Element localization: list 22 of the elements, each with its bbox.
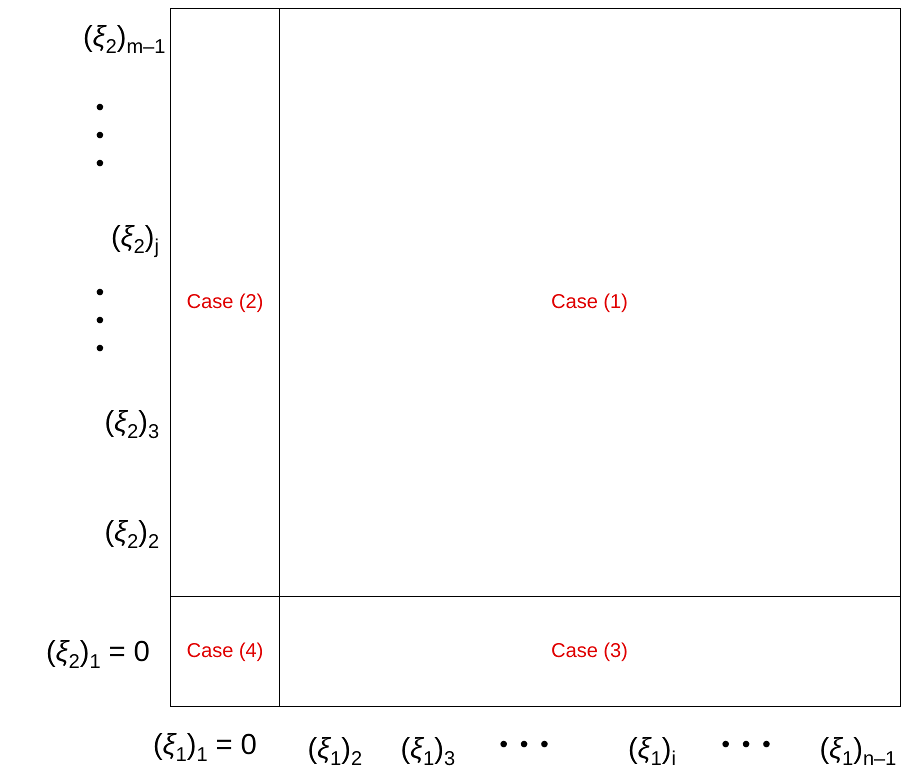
case-label: Case (1) [551, 291, 628, 314]
axis-label: (ξ$_{2}$)$_{1}$ = 0 [46, 638, 150, 672]
axis-label: (ξ$_{2}$)$_{2}$ [104, 518, 160, 552]
region-box [170, 8, 280, 597]
ellipsis-dots: ••• [722, 733, 783, 757]
region-box [278, 8, 900, 597]
region-box [278, 596, 900, 706]
axis-label: (ξ$_{2}$)$_{3}$ [104, 408, 160, 442]
case-label: Case (4) [186, 640, 264, 662]
axis-label: (ξ$_{1}$)$_{1}$ = 0 [153, 731, 257, 765]
ellipsis-dots: ••• [500, 733, 561, 757]
ellipsis-dots: ••• [94, 94, 106, 178]
ellipsis-dots: ••• [94, 279, 106, 363]
axis-label: (ξ$_{1}$)$_{2}$ [308, 735, 362, 769]
case-label: Case (3) [551, 640, 628, 662]
case-label: Case (2) [186, 291, 264, 314]
axis-label: (ξ$_{1}$)$_{n–1}$ [820, 735, 896, 769]
region-box [170, 596, 280, 706]
axis-label: (ξ$_{1}$)$_{3}$ [400, 735, 456, 769]
axis-label: (ξ$_{2}$)$_{j}$ [111, 223, 159, 257]
axis-label: (ξ$_{1}$)$_{i}$ [628, 735, 676, 769]
axis-label: (ξ$_{2}$)$_{m–1}$ [83, 23, 166, 57]
